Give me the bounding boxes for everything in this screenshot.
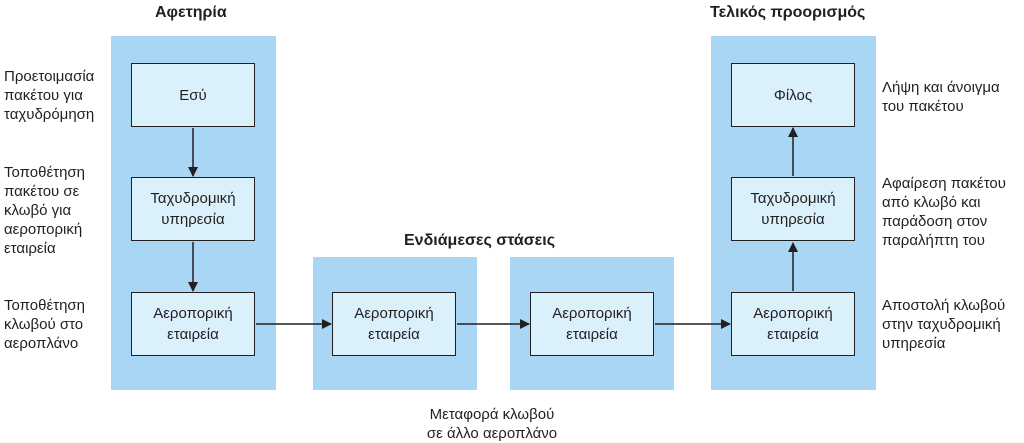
intermediate-heading: Ενδιάμεσες στάσεις [404,232,556,249]
airline-origin-box: Αεροπορική εταιρεία [131,292,255,356]
origin-heading: Αφετηρία [155,4,227,21]
note-receive-package: Λήψη και άνοιγμα του πακέτου [882,79,1000,115]
note-package-into-cage: Τοποθέτηση πακέτου σε κλωβό για αεροπορι… [4,164,86,257]
destination-heading: Τελικός προορισμός [710,4,866,21]
airline-destination-box: Αεροπορική εταιρεία [731,292,855,356]
postal-service-origin-box: Ταχυδρομική υπηρεσία [131,177,255,241]
you-box: Εσύ [131,63,255,127]
note-cage-onto-plane: Τοποθέτηση κλωβού στο αεροπλάνο [4,297,86,352]
note-prepare-package: Προετοιμασία πακέτου για ταχυδρόμηση [4,68,95,123]
note-transfer-cage: Μεταφορά κλωβού σε άλλο αεροπλάνο [426,406,558,442]
note-send-cage-to-postal: Αποστολή κλωβού στην ταχυδρομική υπηρεσί… [882,297,1006,352]
airline-stop2-box: Αεροπορική εταιρεία [530,292,654,356]
postal-service-destination-box: Ταχυδρομική υπηρεσία [731,177,855,241]
note-remove-from-cage: Αφαίρεση πακέτου από κλωβό και παράδοση … [882,175,1006,249]
airline-stop1-box: Αεροπορική εταιρεία [332,292,456,356]
friend-box: Φίλος [731,63,855,127]
